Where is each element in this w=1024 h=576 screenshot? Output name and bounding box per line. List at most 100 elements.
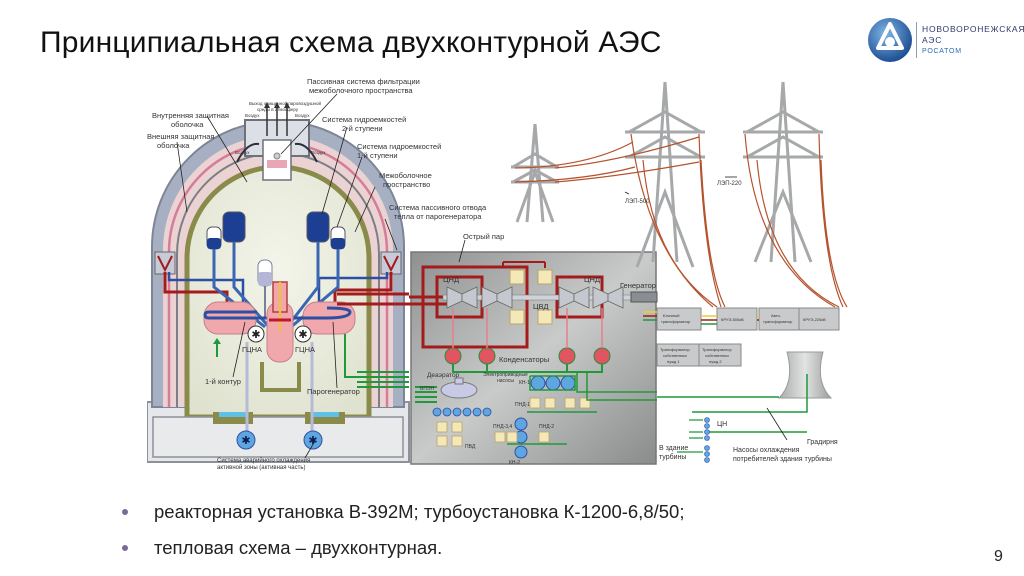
label-hydro-tanks-2-1: Система гидроемкостей (322, 115, 406, 124)
label-outer-containment-1: Внешняя защитная (147, 132, 214, 141)
label-passive-filtration-1: Пассивная система фильтрации (307, 77, 420, 86)
label-line-500: ЛЭП-500 (625, 199, 650, 205)
eccs-pump-right-icon (303, 430, 323, 450)
svg-text:✱: ✱ (298, 329, 307, 341)
bullet-list: реакторная установка В-392М; турбоустано… (122, 494, 684, 566)
bullet-text: реакторная установка В-392М; турбоустано… (154, 501, 685, 522)
label-turbine-cooling-1: Насосы охлаждения (733, 447, 800, 454)
label-turbine-building-2: турбины (659, 453, 686, 461)
label-turbine-cooling-2: потребителей здания турбины (733, 455, 832, 463)
label-electric-pumps-2: насосы (497, 378, 514, 384)
mcp-right-icon (294, 325, 312, 343)
label-hydro-tanks-2-2: 2-й ступени (342, 124, 383, 133)
label-mcp-right: ГЦНА (295, 345, 315, 354)
label-air-right-low: Воздух (311, 150, 326, 155)
company-logo: НОВОВОРОНЕЖСКАЯ АЭС РОСАТОМ (866, 14, 1024, 66)
label-eccs-2: активной зоны (активная часть) (217, 464, 306, 471)
logo-line-3: РОСАТОМ (922, 48, 962, 55)
logo-line-2: АЭС (922, 35, 943, 45)
logo-line-1: НОВОВОРОНЕЖСКАЯ (922, 24, 1024, 34)
tower-220 (743, 81, 823, 263)
label-inner-containment-2: оболочка (171, 120, 204, 129)
svg-text:✱: ✱ (241, 435, 250, 447)
bullet-dot-icon (122, 509, 128, 515)
label-lpc-right: ЦНД (584, 275, 600, 284)
condenser-4 (593, 347, 611, 365)
hydro-tank-2-right (306, 211, 330, 243)
label-air-left: Воздух (245, 113, 260, 118)
label-live-steam: Острый пар (463, 232, 504, 241)
rosatom-atom-icon (868, 18, 912, 62)
label-lph2: ПНД-2 (539, 424, 554, 430)
condenser-1 (444, 347, 462, 365)
condensate-pump-1c (560, 375, 576, 391)
logo-divider (916, 22, 917, 58)
generator (630, 291, 658, 303)
label-aux-transformer-2a: Трансформатор (702, 347, 733, 352)
label-autotransformer-1: Авто- (771, 313, 782, 318)
svg-text:✱: ✱ (251, 329, 260, 341)
label-exhaust-1: Выход очищенной паровоздушной (249, 100, 322, 106)
label-interspace-1: Межоболочное (379, 171, 432, 180)
label-autotransformer-2: трансформатор (763, 319, 793, 324)
cooling-tower-group (657, 351, 833, 463)
label-eccs-1: Система аварийного охлаждения (217, 457, 310, 464)
label-passive-filtration-2: межоболочного пространства (309, 86, 413, 95)
condensate-pump-1b (545, 375, 561, 391)
label-lph1: ПНД-1 (515, 402, 530, 408)
aux-transformer-2 (698, 343, 742, 367)
label-cp1: КН-1 (519, 380, 530, 386)
reactor-building: ✱ ✱ ✱ ✱ (147, 102, 410, 463)
mcp-left-icon (247, 325, 265, 343)
label-line-220: ЛЭП-220 (717, 181, 742, 187)
label-kru-220: КРУЭ-220кВ (803, 317, 826, 322)
label-passive-heat-2: тепла от парогенератора (394, 212, 482, 221)
label-hydro-tanks-1-1: Система гидроемкостей (357, 142, 441, 151)
label-exhaust-2: среды в атмосферу (257, 107, 299, 112)
bullet-text: тепловая схема – двухконтурная. (154, 537, 443, 558)
label-air-right: Воздух (295, 113, 310, 118)
label-hph-pump: ВПЭН (420, 386, 435, 392)
kru-220 (798, 307, 840, 331)
unit-transformer (656, 307, 702, 331)
leader-lines (176, 93, 788, 459)
label-interspace-2: пространство (383, 180, 430, 189)
label-mcp-left: ГЦНА (242, 345, 262, 354)
label-unit-transformer-2: трансформатор (661, 319, 691, 324)
slide-title: Принципиальная схема двухконтурной АЭС (40, 26, 662, 59)
label-unit-transformer-1: Блочный (663, 313, 680, 318)
label-aux-transformer-1c: нужд 1 (667, 359, 680, 364)
label-turbine-building-1: В здание (659, 445, 688, 452)
turbine-hall (409, 251, 658, 465)
tower-500 (625, 81, 705, 268)
bullet-item: тепловая схема – двухконтурная. (122, 530, 684, 566)
label-cp2: КН-2 (509, 460, 520, 466)
label-deaerator: Деаэратор (427, 372, 460, 379)
label-kru-500: КРУЭ-500кВ (721, 317, 744, 322)
label-circ-pumps: ЦН (717, 421, 727, 428)
label-steam-generator: Парогенератор (307, 387, 360, 396)
svg-text:✱: ✱ (308, 435, 317, 447)
eccs-pump-left-icon (236, 430, 256, 450)
condensate-pump-2a (514, 417, 528, 431)
label-hydro-tanks-1-2: 1-й ступени (357, 151, 398, 160)
cooling-tower (777, 351, 833, 399)
page-number: 9 (994, 548, 1003, 565)
condensate-pump-1a (530, 375, 546, 391)
label-outer-containment-2: оболочка (157, 141, 190, 150)
hydro-tank-2-left (222, 211, 246, 243)
label-cooling-tower: Градирня (807, 439, 838, 446)
label-primary-circuit: 1-й контур (205, 377, 241, 386)
bullet-item: реакторная установка В-392М; турбоустано… (122, 494, 684, 530)
label-aux-transformer-1b: собственных (663, 353, 687, 358)
label-passive-heat-1: Система пассивного отвода (389, 203, 487, 212)
switchyard (643, 307, 840, 367)
label-electric-pumps-1: Электроприводные (483, 372, 528, 378)
label-hpc: ЦВД (533, 302, 548, 311)
tower-small (511, 123, 559, 223)
condenser-2 (478, 347, 496, 365)
label-inner-containment-1: Внутренняя защитная (152, 111, 229, 120)
label-aux-transformer-1a: Трансформатор (660, 347, 691, 352)
condenser-3 (558, 347, 576, 365)
condensate-pump-2c (514, 445, 528, 459)
